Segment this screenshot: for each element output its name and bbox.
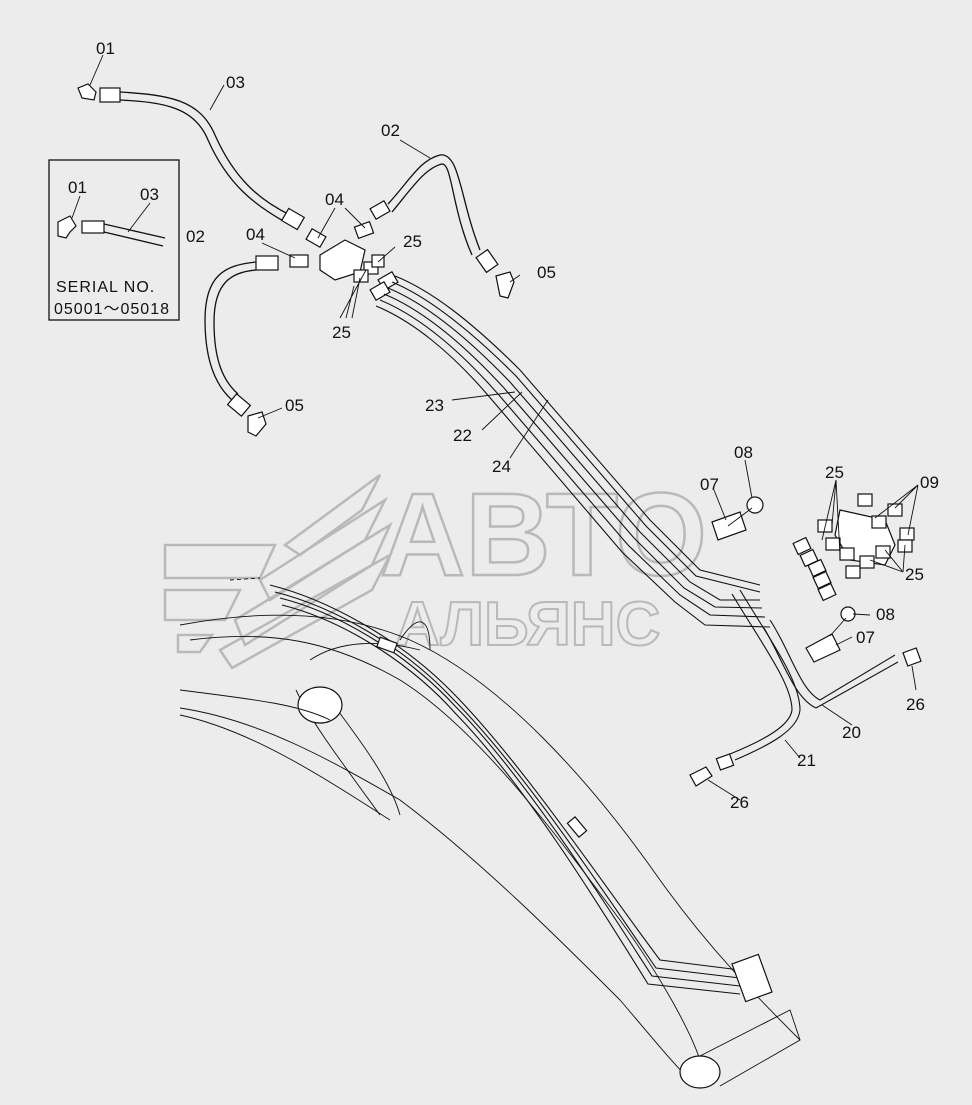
callout-05-lower: 05 — [285, 396, 304, 415]
inset-serial-label: SERIAL NO. — [56, 279, 155, 296]
callout-21: 21 — [797, 751, 816, 770]
hose-end-nut-icon — [226, 393, 252, 417]
callout-24: 24 — [492, 457, 511, 476]
callout-04-upper: 04 — [325, 190, 344, 209]
callout-25-valve-upper: 25 — [825, 463, 844, 482]
hose-03 — [77, 83, 306, 231]
hose-02-upper — [369, 154, 515, 299]
callout-26-right: 26 — [906, 695, 925, 714]
watermark-line1: АВТО — [380, 469, 707, 601]
fitting-05-icon — [495, 271, 515, 299]
hose-end-nut-icon — [280, 207, 306, 231]
callout-09: 09 — [920, 473, 939, 492]
valve-block — [817, 493, 915, 579]
clamp-07-08-upper — [711, 496, 764, 541]
leader-lines — [89, 54, 919, 801]
fitting-26-icon — [689, 766, 713, 787]
pipe-20 — [763, 619, 922, 709]
fitting-05-icon — [247, 411, 267, 437]
fitting-25-icon — [371, 254, 385, 268]
callout-04-lower: 04 — [246, 225, 265, 244]
fitting-04-icon — [353, 220, 375, 240]
hose-end-nut-icon — [475, 248, 499, 274]
cylinder-pin-icon — [297, 686, 343, 724]
callout-25-valve-lower: 25 — [905, 565, 924, 584]
distribution-block — [289, 220, 385, 283]
pipe-bundle-22-23-24 — [369, 270, 771, 628]
inset-label-03: 03 — [140, 185, 159, 204]
callout-05-upper: 05 — [537, 263, 556, 282]
callout-08-upper: 08 — [734, 443, 753, 462]
callout-26-lower: 26 — [730, 793, 749, 812]
clamp-07-08-lower — [805, 606, 856, 663]
callout-22: 22 — [453, 426, 472, 445]
hose-02-lower — [204, 255, 279, 437]
callout-03: 03 — [226, 73, 245, 92]
boom-end-pin-icon — [679, 1055, 721, 1089]
inset-frame — [48, 159, 180, 321]
hose-end-nut-icon — [99, 87, 121, 103]
bolt-08-icon — [840, 606, 856, 622]
callout-25-upper: 25 — [403, 232, 422, 251]
watermark-line2: АЛЬЯНС — [395, 590, 660, 659]
boom — [179, 577, 801, 1089]
callout-02-upper: 02 — [381, 121, 400, 140]
fitting-26-icon — [902, 647, 922, 667]
callout-20: 20 — [842, 723, 861, 742]
pipe-21 — [689, 589, 801, 787]
callout-07-upper: 07 — [700, 475, 719, 494]
callout-23: 23 — [425, 396, 444, 415]
bolt-08-icon — [746, 496, 764, 514]
callout-25-lower: 25 — [332, 323, 351, 342]
pipe-end-fittings — [792, 536, 837, 602]
inset-elbow-icon — [57, 215, 77, 239]
hose-end-nut-icon — [369, 199, 391, 221]
callout-labels: 01 03 02 02 04 04 25 25 05 05 23 22 24 0… — [96, 39, 939, 812]
callout-02-lower: 02 — [186, 227, 205, 246]
watermark-logo: АВТО АЛЬЯНС — [163, 468, 708, 670]
callout-08-lower: 08 — [876, 605, 895, 624]
serial-inset: 01 03 SERIAL NO. 05001～05018 — [48, 159, 180, 321]
fitting-01-icon — [77, 83, 97, 101]
fitting-04-icon — [305, 227, 327, 249]
callout-07-lower: 07 — [856, 628, 875, 647]
callout-01: 01 — [96, 39, 115, 58]
inset-serial-range: 05001～05018 — [54, 301, 170, 318]
inset-label-01: 01 — [68, 178, 87, 197]
inset-nut-icon — [81, 220, 105, 234]
hose-end-nut-icon — [255, 255, 279, 271]
clamp-07-icon — [805, 633, 841, 663]
fitting-25-icon — [353, 269, 369, 283]
